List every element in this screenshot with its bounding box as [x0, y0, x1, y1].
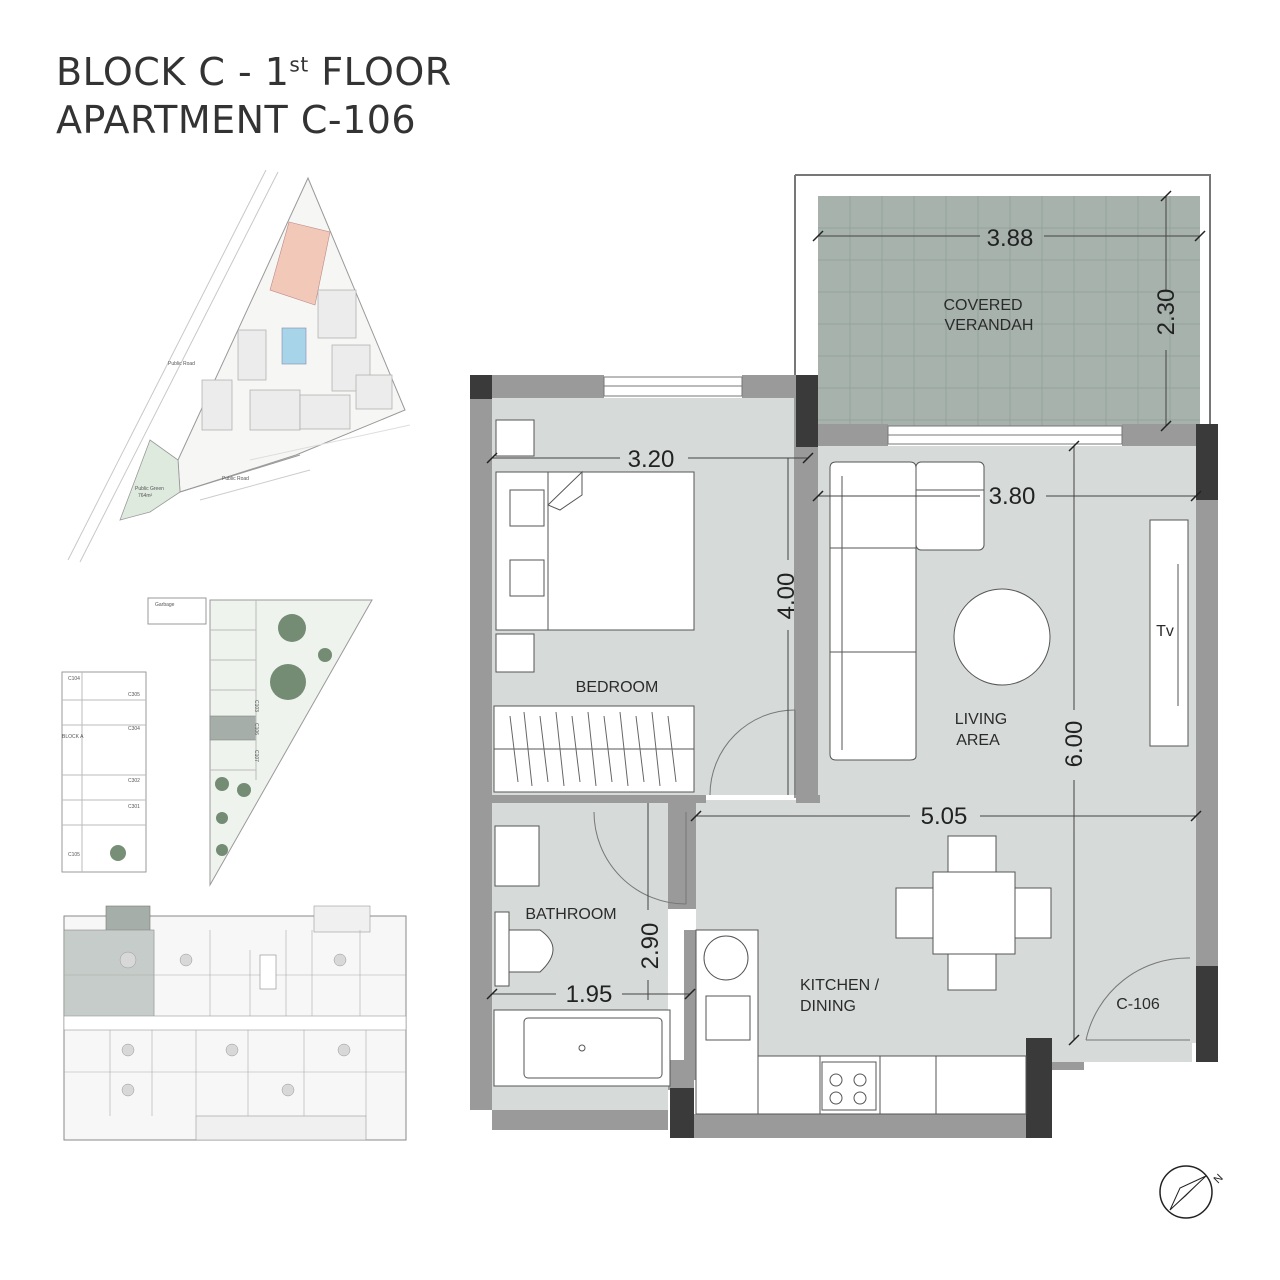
dim-living-depth: 6.00	[1061, 721, 1088, 768]
dimension-lines	[492, 196, 1200, 1040]
label-kitchen-1: KITCHEN /	[800, 977, 880, 994]
dimension-ticks	[486, 190, 1206, 1046]
block-unit-label-c302: C302	[128, 778, 140, 784]
block-unit-label-c301: C301	[128, 804, 140, 810]
dim-bedroom-depth: 4.00	[773, 573, 800, 620]
label-bathroom: BATHROOM	[525, 906, 616, 923]
compass-north-label: N	[1212, 1172, 1226, 1186]
block-unit-label-c105: C105	[68, 852, 80, 858]
windows	[603, 376, 1123, 445]
bathroom-fixtures	[493, 825, 671, 1087]
block-unit-label-c304: C304	[128, 726, 140, 732]
living-furniture	[829, 461, 1189, 761]
dim-verandah-depth: 2.30	[1153, 289, 1180, 336]
block-unit-label-c104: C104	[68, 676, 80, 682]
label-living-2: AREA	[956, 732, 1000, 749]
label-tv: Tv	[1156, 623, 1174, 640]
bedroom-furniture	[493, 419, 695, 793]
block-label-a: BLOCK A	[62, 734, 84, 740]
dim-bathroom-depth: 2.90	[637, 923, 664, 970]
site-road-label-1: Public Road	[168, 361, 195, 367]
dining-set	[895, 835, 1052, 991]
label-verandah-2: VERANDAH	[945, 317, 1034, 334]
floor-plate-plan	[63, 905, 407, 1141]
dim-bathroom-width: 1.95	[566, 981, 613, 1008]
dim-verandah-width: 3.88	[987, 225, 1034, 252]
site-green-label-1: Public Green	[135, 486, 164, 492]
block-unit-label-c106: C106	[253, 723, 259, 735]
apartment-plan: 3.88 2.30 3.20 4.00 3.80 6.00 5.05 2.90 …	[470, 174, 1218, 1138]
structural-columns	[470, 375, 1218, 1138]
doors	[593, 709, 1191, 1041]
garbage-label: Garbage	[155, 602, 175, 608]
block-unit-label-c305: C305	[128, 692, 140, 698]
compass-icon: N	[1159, 1165, 1226, 1219]
site-green-label-2: 764m²	[138, 493, 153, 499]
label-verandah-1: COVERED	[943, 297, 1022, 314]
block-unit-label-c107: C107	[253, 750, 259, 762]
site-road-label-2: Public Road	[222, 476, 249, 482]
label-living-1: LIVING	[955, 711, 1007, 728]
site-plan: Public Road Public Road Public Green 764…	[67, 169, 411, 563]
dim-kitchen-width: 5.05	[921, 803, 968, 830]
kitchen-units	[695, 929, 1027, 1115]
page-title-line2: APARTMENT C-106	[56, 98, 417, 142]
palm-tree-icons	[110, 614, 332, 861]
walls	[470, 375, 1218, 1138]
label-unit-number: C-106	[1116, 996, 1160, 1013]
dim-bedroom-width: 3.20	[628, 446, 675, 473]
page-title-line1: BLOCK C - 1st FLOOR	[56, 50, 452, 94]
block-unit-label-c103: C103	[253, 700, 259, 712]
wardrobe-hangers	[509, 711, 677, 787]
verandah-tiles	[818, 196, 1200, 426]
label-bedroom: BEDROOM	[576, 679, 659, 696]
block-plan: Garbage C104 C305 C304 BLOCK A C302 C301…	[61, 597, 373, 887]
label-kitchen-2: DINING	[800, 998, 856, 1015]
dim-living-width: 3.80	[989, 483, 1036, 510]
